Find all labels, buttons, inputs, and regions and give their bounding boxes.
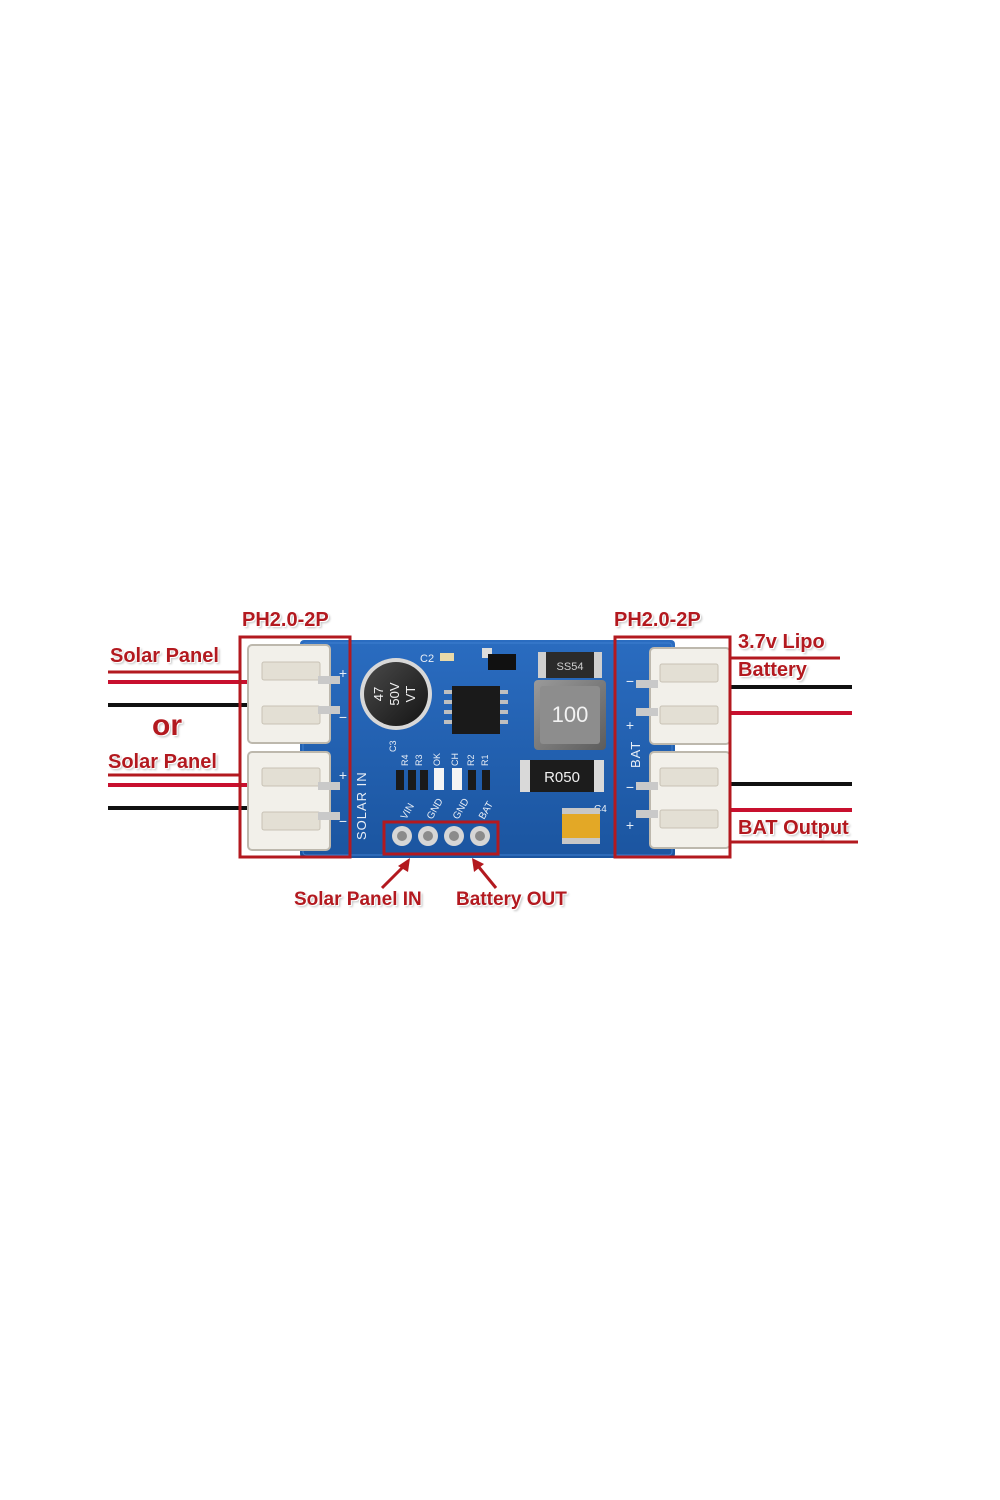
left-wires — [108, 680, 248, 810]
header-highlight-box — [382, 820, 500, 856]
left-jst-connector-bottom — [247, 751, 340, 851]
ref-r4: R4 — [400, 754, 410, 766]
right-connector-highlight-box — [613, 635, 732, 859]
right-jst-connector-bottom — [636, 751, 731, 849]
left-connector-type-label: PH2.0-2P — [242, 609, 329, 631]
solar-in-silk: SOLAR IN — [354, 771, 369, 840]
solar-panel-bottom-label: Solar Panel — [108, 751, 217, 773]
left-jst-connector-top — [247, 644, 340, 744]
right-top-plus: + — [626, 717, 634, 733]
right-bottom-minus: − — [626, 779, 634, 795]
right-bottom-plus: + — [626, 817, 634, 833]
c3-label: C3 — [388, 740, 398, 752]
inductor-text: 100 — [552, 702, 589, 727]
right-connector-type-label: PH2.0-2P — [614, 609, 701, 631]
bat-silk: BAT — [628, 741, 643, 768]
ref-r1: R1 — [480, 754, 490, 766]
lipo-battery-label-line1: 3.7v Lipo — [738, 631, 825, 653]
right-jst-connector-top — [636, 647, 731, 745]
arrow-solar-panel-in — [380, 858, 410, 890]
ref-ch: CH — [450, 753, 460, 766]
c4-label: C4 — [594, 804, 607, 815]
electrolytic-capacitor: 47 50V VT — [360, 658, 432, 730]
sense-resistor: R050 — [520, 760, 604, 792]
arrow-battery-out — [472, 858, 498, 889]
cap-text-2: 50V — [387, 682, 402, 705]
ic-chip — [444, 686, 508, 734]
small-transistor — [488, 654, 516, 670]
diode-text: SS54 — [557, 661, 584, 673]
schottky-diode: SS54 — [538, 652, 602, 678]
header-pads — [392, 826, 490, 846]
smd-resistor-row — [396, 768, 490, 790]
right-wires — [730, 685, 852, 812]
cap-text-3: VT — [403, 686, 418, 703]
left-top-minus: − — [339, 709, 347, 725]
power-inductor: 100 — [534, 680, 606, 750]
right-top-minus: − — [626, 673, 634, 689]
tantalum-capacitor — [562, 808, 600, 844]
left-connector-highlight-box — [238, 635, 352, 859]
left-top-plus: + — [339, 665, 347, 681]
battery-out-label: Battery OUT — [456, 889, 567, 910]
left-bottom-plus: + — [339, 767, 347, 783]
left-bottom-minus: − — [339, 813, 347, 829]
c2-label: C2 — [420, 653, 434, 665]
cap-text-1: 47 — [371, 687, 386, 701]
or-label: or — [152, 709, 182, 742]
lipo-battery-label-line2: Battery — [738, 659, 807, 681]
ref-r2: R2 — [466, 754, 476, 766]
solar-panel-top-label: Solar Panel — [110, 645, 219, 667]
bat-output-label: BAT Output — [738, 817, 849, 839]
solar-panel-in-label: Solar Panel IN — [294, 889, 422, 910]
ref-ok: OK — [432, 753, 442, 766]
resistor-text: R050 — [544, 769, 580, 786]
ref-r3: R3 — [414, 754, 424, 766]
